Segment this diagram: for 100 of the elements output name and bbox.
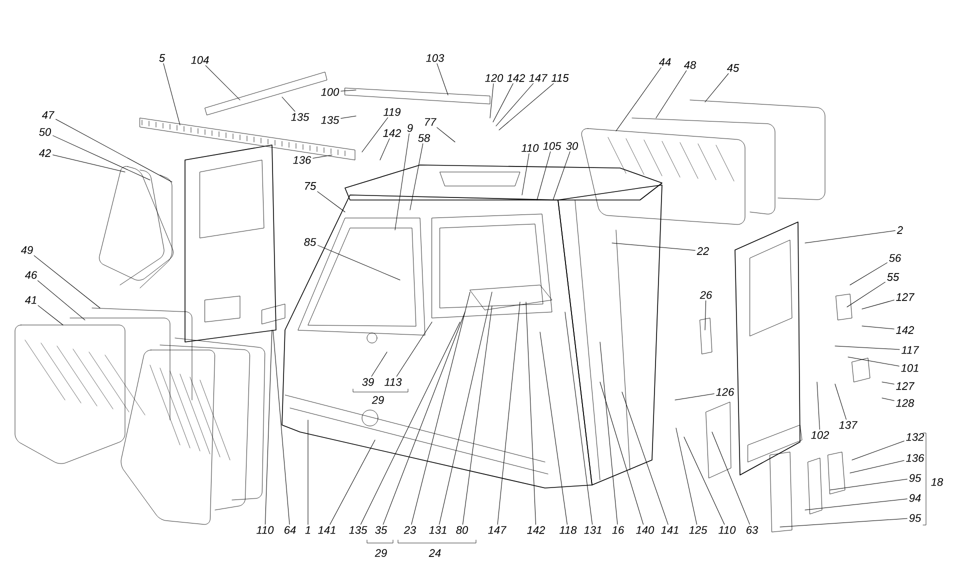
callout-number: 44: [658, 58, 671, 66]
leader-line: [834, 346, 900, 350]
leader-line: [382, 312, 466, 525]
leader-line: [804, 230, 896, 244]
callout-number: 117: [902, 346, 920, 354]
callout-number: 142: [527, 526, 546, 534]
callout-number: 42: [38, 149, 51, 157]
callout-number: 110: [256, 526, 274, 534]
callout-number: 113: [384, 378, 402, 386]
callout-number: 120: [485, 74, 504, 82]
callout-number: 142: [507, 74, 526, 82]
leader-line: [852, 440, 904, 460]
callout-number: 94: [909, 494, 921, 502]
callout-number: 102: [811, 431, 830, 439]
callout-number: 128: [896, 399, 914, 407]
leader-line: [834, 384, 846, 420]
leader-line: [850, 460, 904, 474]
leader-line: [462, 306, 492, 525]
leader-line: [439, 292, 492, 525]
callout-number: 141: [318, 526, 336, 534]
leader-line: [616, 67, 662, 132]
callout-number: 103: [426, 54, 444, 62]
leader-line: [780, 518, 908, 528]
callout-number: 46: [24, 271, 38, 279]
callout-number: 100: [321, 88, 340, 96]
leader-line: [330, 440, 376, 525]
callout-number: 2: [896, 226, 903, 234]
callout-number: 118: [560, 526, 577, 534]
callout-number: 63: [746, 526, 758, 534]
leader-line: [816, 382, 820, 430]
leader-line: [318, 245, 400, 280]
callout-number: 131: [584, 526, 602, 534]
callout-number: 137: [839, 421, 858, 429]
leader-line: [676, 428, 698, 525]
group-number: 18: [931, 478, 944, 486]
leader-line: [850, 262, 888, 286]
callout-number: 110: [522, 144, 539, 152]
callout-number: 30: [566, 142, 578, 150]
leader-line: [674, 394, 714, 400]
leader-line: [498, 83, 554, 130]
leader-line: [282, 96, 296, 112]
callout-number: 147: [529, 74, 548, 82]
callout-number: 77: [425, 118, 436, 126]
callout-number: 142: [383, 129, 402, 137]
leader-line: [600, 382, 644, 525]
leader-line: [436, 127, 456, 142]
leader-line: [862, 326, 894, 330]
leader-line: [656, 70, 687, 118]
leader-line: [704, 300, 706, 330]
leader-line: [362, 117, 388, 152]
leader-line: [496, 83, 534, 126]
leader-line: [612, 242, 696, 251]
callout-number: 132: [906, 433, 924, 441]
leader-line: [552, 151, 570, 200]
callout-number: 47: [42, 111, 54, 119]
callout-number: 23: [404, 526, 416, 534]
callout-number: 1: [305, 526, 310, 534]
leader-line: [360, 322, 460, 525]
leader-line: [340, 90, 356, 92]
callout-number: 140: [636, 526, 654, 534]
leader-line: [526, 302, 536, 525]
leader-line: [564, 312, 593, 525]
callout-number: 56: [889, 254, 902, 262]
leader-line: [848, 356, 900, 366]
callout-number: 39: [362, 378, 374, 386]
callout-number: 142: [896, 326, 914, 334]
callout-number: 55: [887, 273, 900, 281]
group-number: 29: [372, 396, 384, 404]
leader-line: [52, 135, 150, 180]
leader-line: [411, 292, 470, 525]
leader-line: [37, 280, 86, 320]
leader-line: [396, 322, 432, 377]
callout-number: 95: [909, 514, 922, 522]
leader-line: [340, 116, 356, 119]
callout-number: 135: [291, 113, 310, 121]
leader-line: [882, 398, 894, 401]
leader-line: [492, 83, 514, 122]
callout-number: 125: [689, 526, 708, 534]
callout-number: 80: [456, 526, 468, 534]
leader-line: [312, 154, 332, 158]
callout-number: 131: [429, 526, 446, 534]
leader-line: [34, 255, 100, 308]
callout-number: 49: [20, 246, 33, 254]
leader-line: [436, 63, 448, 96]
leader-line: [38, 305, 64, 326]
callout-number: 115: [552, 74, 569, 82]
leader-line: [317, 191, 346, 212]
callout-number: 48: [684, 61, 696, 69]
leader-line: [704, 73, 729, 102]
leader-line: [56, 118, 172, 182]
callout-number: 104: [191, 56, 209, 64]
callout-number: 85: [304, 238, 316, 246]
leader-line: [862, 300, 894, 310]
leader-line: [272, 330, 290, 525]
leader-line: [830, 478, 908, 490]
leader-line: [394, 133, 410, 230]
leader-line: [264, 330, 272, 525]
callout-number: 9: [407, 124, 413, 132]
leader-line: [622, 392, 668, 525]
callout-number: 35: [375, 526, 388, 534]
